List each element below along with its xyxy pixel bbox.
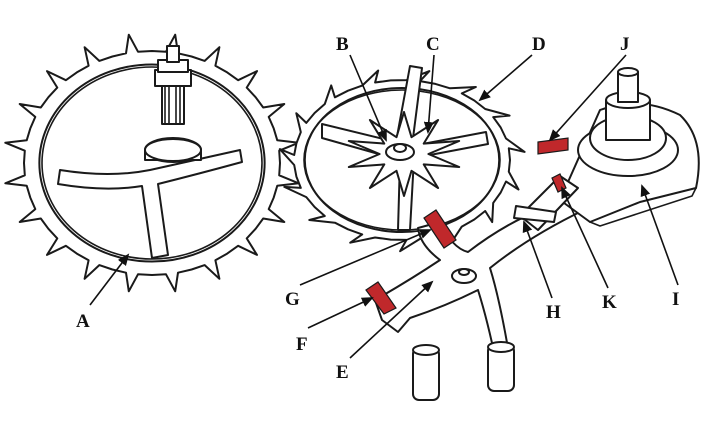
label-a: A	[76, 311, 90, 332]
leader-lines	[89, 54, 679, 359]
wheel-a-spokes	[57, 149, 243, 259]
label-d: D	[532, 34, 546, 55]
label-h: H	[546, 302, 561, 323]
entry-pallet-jewel	[423, 209, 457, 249]
labels: A B C D E F G H I J K	[76, 34, 679, 383]
wheel-a	[4, 33, 300, 293]
label-k: K	[602, 292, 617, 313]
wheel-a-teeth	[4, 33, 300, 293]
jewels	[365, 137, 569, 315]
wheel-a-pinion	[154, 45, 192, 125]
balance-plate	[513, 67, 700, 231]
label-c: C	[426, 34, 440, 55]
label-b: B	[336, 34, 349, 55]
impulse-jewel	[537, 137, 569, 155]
label-f: F	[296, 334, 308, 355]
label-g: G	[285, 289, 300, 310]
label-e: E	[336, 362, 349, 383]
label-j: J	[620, 34, 630, 55]
exit-pallet-jewel	[365, 281, 397, 315]
label-i: I	[672, 289, 679, 310]
pallet-fork	[374, 199, 585, 401]
